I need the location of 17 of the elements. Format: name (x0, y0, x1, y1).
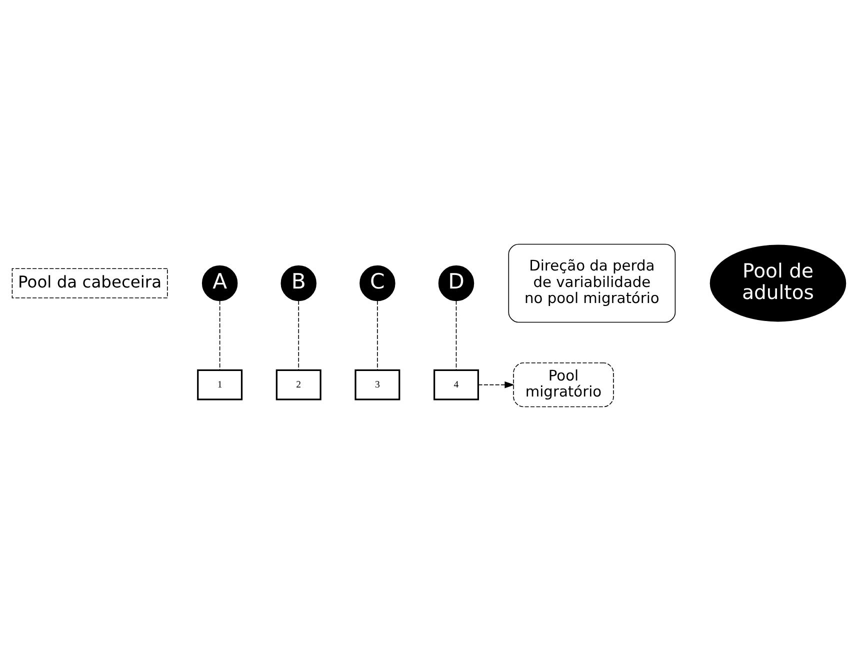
connector (377, 300, 378, 371)
node-box: 4 (434, 369, 479, 400)
arrow (478, 381, 514, 388)
node-circle: D (438, 265, 474, 302)
node-circle: B (280, 265, 316, 302)
connector (456, 300, 457, 371)
node-box: Direção da perda de variabilidade no pool migratório (508, 244, 676, 323)
node-box: Pool migratório (513, 362, 614, 408)
connector (219, 300, 220, 371)
node-box: 2 (276, 369, 322, 400)
node-ellipse: Pool de adultos (710, 244, 846, 322)
node-box: 3 (354, 369, 400, 400)
connector (298, 300, 300, 371)
node-box: Pool da cabeceira (12, 268, 168, 298)
node-circle: C (360, 265, 396, 302)
node-box: 1 (197, 369, 243, 400)
node-circle: A (202, 265, 238, 302)
